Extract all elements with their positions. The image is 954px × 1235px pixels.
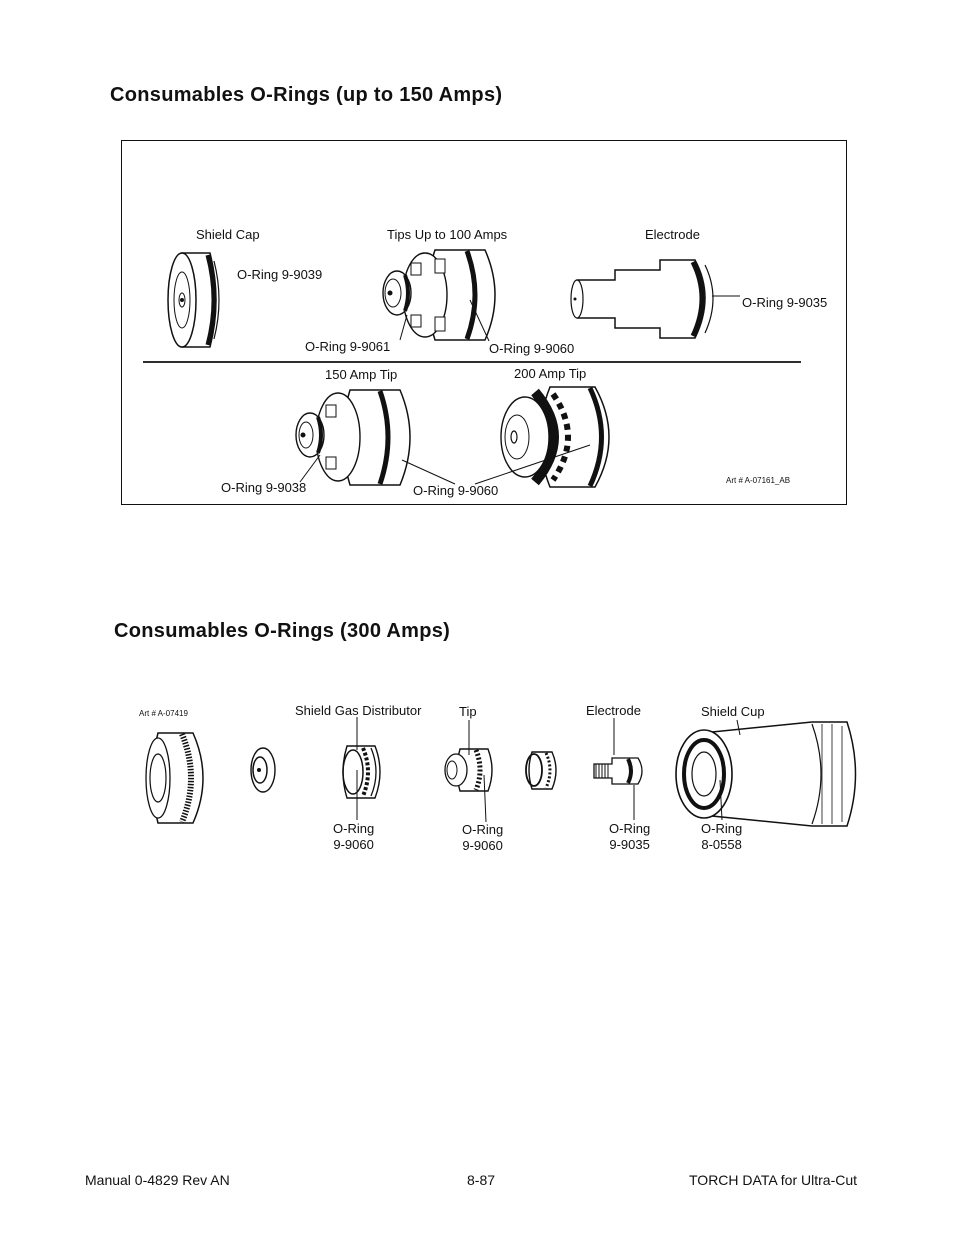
label-electrode-300a: Electrode (586, 703, 641, 718)
diagram-panel-150a (121, 140, 847, 505)
shield-gas-distributor-drawing (342, 745, 381, 799)
shield-cap-300a-drawing (145, 732, 204, 824)
electrode-300a-drawing (593, 757, 643, 785)
footer-section: TORCH DATA for Ultra-Cut (689, 1172, 858, 1188)
label-tip: Tip (459, 704, 477, 719)
tip-150a-drawing (295, 389, 411, 486)
label-shield-cap: Shield Cap (196, 227, 260, 242)
shield-cup-drawing (675, 721, 857, 827)
label-oring-9039: O-Ring 9-9039 (237, 267, 323, 282)
label-oring-shield-cup: O-Ring 8-0558 (701, 821, 742, 853)
label-electrode: Electrode (645, 227, 700, 242)
tip-200a-drawing (500, 386, 610, 488)
insulator-drawing (250, 747, 276, 793)
label-oring-9038: O-Ring 9-9038 (221, 480, 307, 495)
label-oring-9061: O-Ring 9-9061 (305, 339, 391, 354)
oring-line2: 8-0558 (701, 837, 742, 852)
art-number-2: Art # A-07419 (139, 709, 188, 718)
label-oring-sgd: O-Ring 9-9060 (333, 821, 374, 853)
label-shield-cup: Shield Cup (701, 704, 765, 719)
art-number-1: Art # A-07161_AB (726, 476, 791, 485)
footer-manual: Manual 0-4829 Rev AN (85, 1172, 230, 1188)
gas-distributor-drawing (525, 751, 557, 790)
oring-line1: O-Ring (609, 821, 651, 836)
label-oring-tip: O-Ring 9-9060 (462, 822, 503, 854)
label-oring-electrode: O-Ring 9-9035 (609, 821, 650, 853)
label-tips-100a: Tips Up to 100 Amps (387, 227, 508, 242)
label-oring-9060-b: O-Ring 9-9060 (413, 483, 499, 498)
oring-line2: 9-9035 (609, 837, 650, 852)
oring-line1: O-Ring (462, 822, 504, 837)
shield-cap-drawing (167, 252, 220, 348)
label-tip-200a: 200 Amp Tip (514, 366, 587, 381)
oring-line1: O-Ring (333, 821, 375, 836)
label-oring-9035: O-Ring 9-9035 (742, 295, 828, 310)
label-tip-150a: 150 Amp Tip (325, 367, 398, 382)
electrode-drawing (570, 259, 714, 339)
oring-line2: 9-9060 (462, 838, 503, 853)
tip-300a-drawing (444, 748, 493, 792)
section2-title: Consumables O-Rings (300 Amps) (114, 620, 451, 642)
label-shield-gas-distributor: Shield Gas Distributor (295, 703, 422, 718)
footer-page-number: 8-87 (467, 1172, 496, 1188)
oring-line2: 9-9060 (333, 837, 374, 852)
tip-100a-drawing (382, 249, 496, 341)
label-oring-9060-a: O-Ring 9-9060 (489, 341, 575, 356)
oring-line1: O-Ring (701, 821, 743, 836)
section1-title: Consumables O-Rings (up to 150 Amps) (110, 84, 503, 106)
